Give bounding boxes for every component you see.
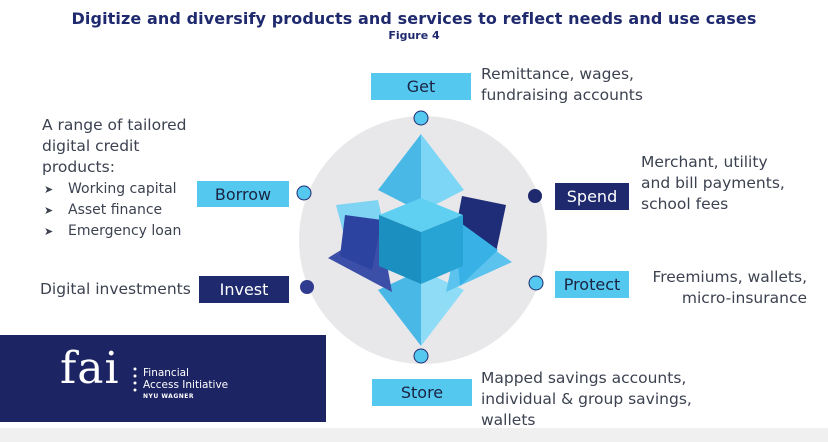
logo-text: Financial Access Initiative (143, 367, 228, 391)
store-desc-line: individual & group savings, (481, 390, 692, 408)
left-mid-pyramid (340, 215, 382, 270)
bullet-item: ➤Asset finance (44, 200, 181, 221)
invest-desc-line: Digital investments (40, 280, 191, 298)
bullet-item: ➤Working capital (44, 179, 181, 200)
spend-dot (528, 189, 542, 203)
borrow-desc-line: A range of tailored (42, 116, 187, 134)
cube-left (379, 215, 421, 284)
bullet-item: ➤Emergency loan (44, 221, 181, 242)
right-mid-pyramid (454, 218, 498, 286)
spend-desc-line: Merchant, utility (641, 153, 768, 171)
borrow-description: A range of tailored digital credit produ… (42, 115, 186, 178)
spend-label: Spend (555, 183, 629, 210)
bottom-strip (0, 428, 828, 442)
arrow-bullet-icon: ➤ (44, 204, 54, 217)
fai-logo-panel (0, 335, 326, 422)
spend-desc-line: school fees (641, 195, 729, 213)
get-description: Remittance, wages, fundraising accounts (481, 64, 643, 106)
logo-divider-dots-icon (133, 367, 137, 392)
protect-description: Freemiums, wallets, micro-insurance (640, 267, 807, 309)
invest-dot (300, 280, 314, 294)
store-desc-line: Mapped savings accounts, (481, 369, 687, 387)
figure-label: Figure 4 (388, 29, 440, 42)
protect-dot (528, 275, 544, 291)
get-dot (413, 110, 429, 126)
fai-logo-mark: fai (60, 343, 120, 394)
bottom-pyramid-right (421, 270, 464, 346)
logo-subtext: NYU WAGNER (143, 393, 194, 400)
logo-line: Financial (143, 367, 189, 379)
cube-right (421, 215, 463, 284)
arrow-bullet-icon: ➤ (44, 225, 54, 238)
protect-desc-line: Freemiums, wallets, (652, 268, 807, 286)
get-desc-line: Remittance, wages, (481, 65, 634, 83)
top-pyramid-right (421, 134, 464, 212)
store-description: Mapped savings accounts, individual & gr… (481, 368, 692, 431)
store-dot (413, 348, 429, 364)
protect-desc-line: micro-insurance (681, 289, 807, 307)
get-label: Get (371, 73, 471, 100)
invest-label: Invest (199, 276, 289, 303)
page-title: Digitize and diversify products and serv… (71, 9, 757, 28)
invest-description: Digital investments (40, 279, 191, 300)
top-pyramid-left (378, 134, 421, 212)
spend-description: Merchant, utility and bill payments, sch… (641, 152, 785, 215)
spend-desc-line: and bill payments, (641, 174, 785, 192)
protect-label: Protect (555, 271, 629, 298)
arrow-bullet-icon: ➤ (44, 183, 54, 196)
logo-line: Access Initiative (143, 379, 229, 391)
borrow-bullets: ➤Working capital ➤Asset finance ➤Emergen… (44, 177, 181, 242)
borrow-dot (296, 185, 312, 201)
get-desc-line: fundraising accounts (481, 86, 643, 104)
borrow-desc-line: products: (42, 158, 115, 176)
store-desc-line: wallets (481, 411, 536, 429)
store-label: Store (372, 379, 472, 406)
borrow-desc-line: digital credit (42, 137, 140, 155)
borrow-label: Borrow (197, 181, 289, 207)
